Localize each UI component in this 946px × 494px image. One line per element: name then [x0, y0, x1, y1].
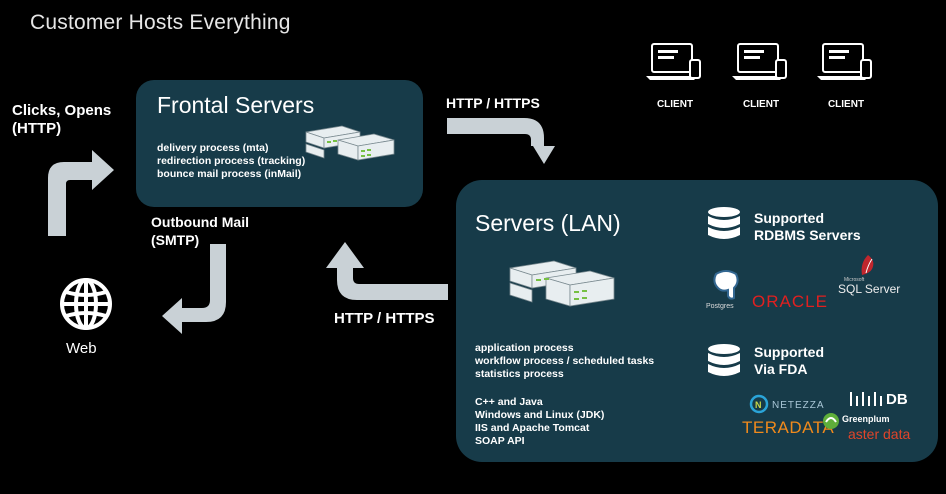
server-rack-icon	[509, 260, 615, 307]
client-label: CLIENT	[827, 99, 865, 110]
infinidb-logo: DB	[886, 391, 908, 408]
database-icon	[708, 344, 740, 376]
globe-icon	[60, 278, 112, 330]
http-bottom-label: HTTP / HTTPS	[334, 310, 435, 327]
server-rack-icon	[305, 125, 395, 161]
frontal-process: redirection process (tracking)	[157, 155, 306, 167]
lan-tech: IIS and Apache Tomcat	[475, 422, 590, 434]
frontal-process-list: delivery process (mta) redirection proce…	[157, 142, 305, 181]
frontal-title: Frontal Servers	[157, 92, 315, 118]
infinidb-mark-icon	[850, 392, 882, 406]
web-label: Web	[66, 340, 97, 357]
postgres-logo-text: Postgres	[706, 303, 734, 310]
sqlserver-logo: SQL Server	[838, 282, 901, 296]
lan-process: application process	[475, 342, 574, 354]
database-icon	[708, 207, 740, 239]
rdbms-label: Supported RDBMS Servers	[754, 210, 861, 243]
sqlserver-small-text: Microsoft	[844, 277, 865, 283]
lan-process: statistics process	[475, 368, 564, 380]
lan-process: workflow process / scheduled tasks	[475, 355, 655, 367]
sqlserver-icon	[861, 255, 874, 275]
clicks-arrow	[48, 150, 114, 236]
teradata-logo: TERADATA	[742, 418, 835, 437]
laptop-phone-icon	[732, 43, 787, 80]
outbound-label: Outbound Mail (SMTP)	[151, 214, 249, 248]
client-label: CLIENT	[656, 99, 694, 110]
lan-tech-list: C++ and Java Windows and Linux (JDK) IIS…	[475, 396, 604, 448]
frontal-process: delivery process (mta)	[157, 142, 269, 154]
http-top-arrow	[447, 118, 555, 164]
clicks-label: Clicks, Opens (HTTP)	[12, 102, 112, 137]
greenplum-icon	[823, 413, 839, 429]
lan-process-list: application process workflow process / s…	[475, 342, 654, 381]
frontal-process: bounce mail process (inMail)	[157, 168, 302, 180]
laptop-phone-icon	[817, 43, 872, 80]
lan-servers-box	[456, 180, 938, 462]
lan-tech: SOAP API	[475, 435, 525, 447]
greenplum-logo: Greenplum	[842, 414, 890, 424]
client-group: CLIENT CLIENT CLIENT	[640, 40, 880, 110]
oracle-logo: ORACLE	[752, 292, 828, 311]
client-label: CLIENT	[742, 99, 780, 110]
client-item: CLIENT	[640, 40, 710, 110]
client-item: CLIENT	[811, 40, 881, 110]
aster-logo: aster data	[848, 426, 911, 442]
lan-tech: C++ and Java	[475, 396, 543, 408]
netezza-logo: NETEZZA	[772, 400, 825, 411]
netezza-icon: N	[749, 394, 769, 414]
lan-title: Servers (LAN)	[475, 210, 621, 236]
http-top-label: HTTP / HTTPS	[446, 95, 540, 111]
outbound-arrow	[162, 244, 226, 334]
svg-text:N: N	[755, 400, 762, 410]
fda-label: Supported Via FDA	[754, 344, 824, 377]
http-bottom-arrow	[326, 242, 448, 300]
postgres-elephant-icon	[713, 270, 739, 300]
client-item: CLIENT	[726, 40, 796, 110]
page-title: Customer Hosts Everything	[30, 11, 291, 34]
laptop-phone-icon	[646, 43, 701, 80]
lan-tech: Windows and Linux (JDK)	[475, 409, 605, 421]
